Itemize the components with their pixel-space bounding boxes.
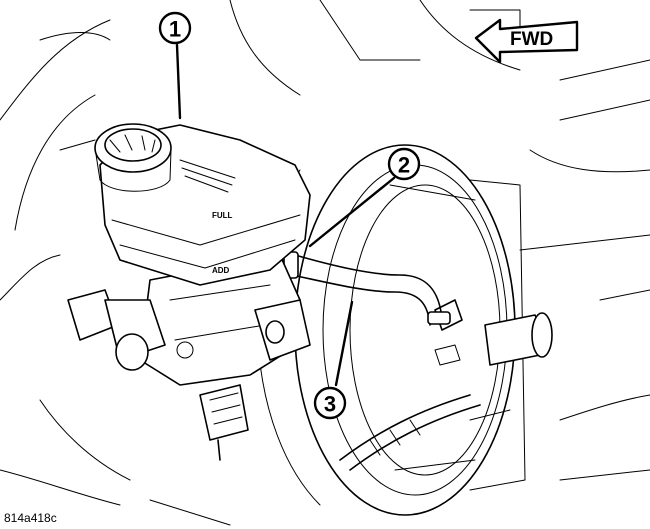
level-sensor-connector bbox=[67, 289, 249, 461]
wiring-harness bbox=[339, 394, 481, 471]
callout-1: 1 bbox=[158, 11, 192, 45]
forward-label: FWD bbox=[510, 29, 553, 50]
leader-lines bbox=[175, 43, 396, 387]
forward-direction-arrow: FWD bbox=[474, 18, 579, 64]
fluid-reservoir: FULL ADD bbox=[94, 123, 311, 286]
callout-2: 2 bbox=[387, 147, 421, 181]
full-mark: FULL bbox=[212, 211, 233, 220]
callout-3: 3 bbox=[313, 386, 347, 420]
add-mark: ADD bbox=[212, 266, 230, 275]
callout-3-label: 3 bbox=[324, 392, 336, 417]
master-cylinder bbox=[139, 254, 311, 386]
callout-2-label: 2 bbox=[398, 153, 410, 178]
figure-reference: 814a418c bbox=[4, 511, 57, 525]
callout-1-label: 1 bbox=[169, 17, 181, 42]
vacuum-hose bbox=[283, 251, 451, 326]
